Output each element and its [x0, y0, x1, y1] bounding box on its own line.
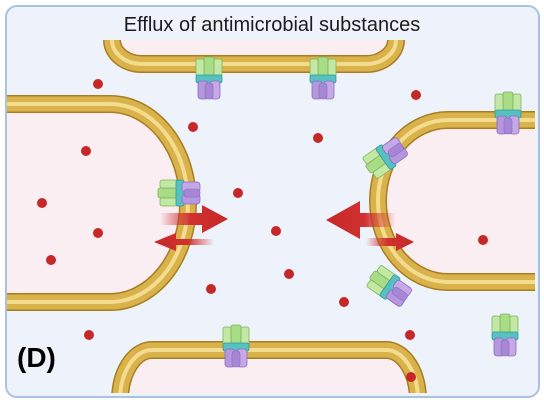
antimicrobial-molecule-icon: [84, 330, 94, 340]
arrow-icon: [366, 233, 414, 251]
antimicrobial-molecule-icon: [46, 255, 56, 265]
antimicrobial-molecule-icon: [233, 188, 243, 198]
efflux-pump-icon: [157, 179, 201, 207]
antimicrobial-molecule-icon: [271, 226, 281, 236]
arrow-icon: [326, 201, 396, 239]
antimicrobial-molecule-icon: [284, 269, 294, 279]
top-cell: [103, 39, 405, 73]
efflux-pump-icon: [491, 313, 519, 357]
antimicrobial-molecule-icon: [37, 198, 47, 208]
antimicrobial-molecule-icon: [188, 122, 198, 132]
antimicrobial-molecule-icon: [478, 235, 488, 245]
antimicrobial-molecule-icon: [406, 372, 416, 382]
antimicrobial-molecule-icon: [411, 90, 421, 100]
figure-title: Efflux of antimicrobial substances: [123, 14, 421, 36]
arrow-icon: [154, 233, 214, 251]
antimicrobial-molecule-icon: [405, 330, 415, 340]
right-cell: [369, 111, 535, 291]
efflux-pump-icon: [222, 324, 250, 368]
antimicrobial-molecule-icon: [313, 133, 323, 143]
antimicrobial-molecule-icon: [339, 297, 349, 307]
antimicrobial-molecule-icon: [93, 79, 103, 89]
efflux-pump-icon: [195, 56, 223, 100]
antimicrobial-molecule-icon: [81, 146, 91, 156]
antimicrobial-molecule-icon: [93, 228, 103, 238]
antimicrobial-molecule-icon: [206, 284, 216, 294]
arrow-icon: [160, 205, 228, 233]
bottom-cell: [111, 341, 427, 393]
efflux-pump-icon: [494, 91, 522, 135]
panel-label: (D): [17, 342, 56, 373]
efflux-pump-icon: [309, 56, 337, 100]
